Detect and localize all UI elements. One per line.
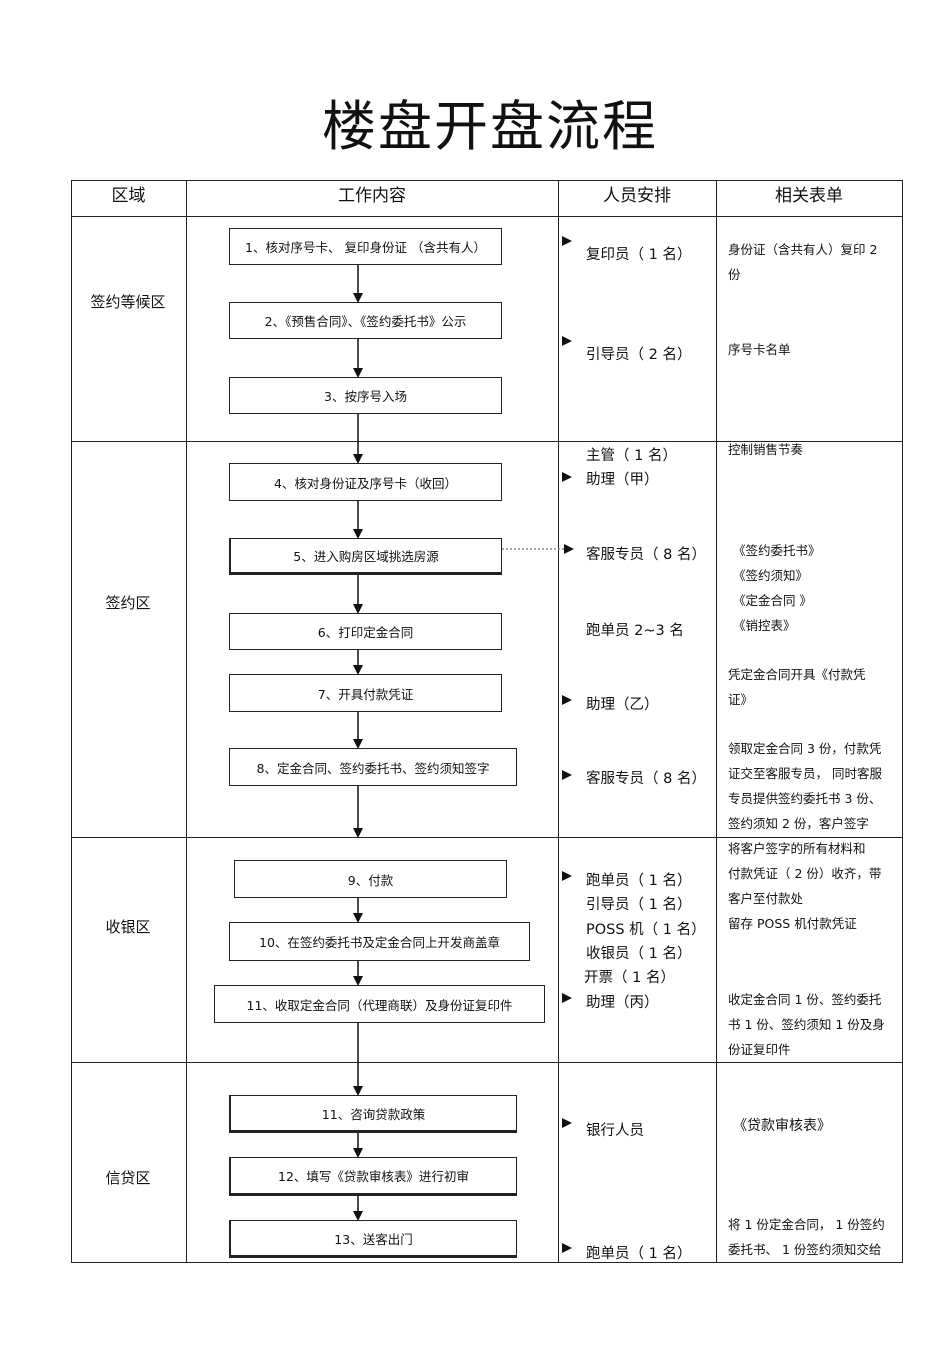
step-box-12: 12、填写《贷款审核表》进行初审 [229,1157,517,1196]
doc-line: 委托书、 1 份签约须知交给 [728,1242,882,1257]
staff-item: 跑单员（ 1 名） [586,873,692,889]
doc-line: 凭定金合同开具《付款凭 [728,667,866,682]
staff-item: 引导员（ 2 名） [586,347,692,363]
doc-note-7: 将客户签字的所有材料和 付款凭证（ 2 份）收齐，带 客户至付款处 留存 POS… [728,836,900,936]
step-box-8: 8、定金合同、签约委托书、签约须知签字 [229,748,517,786]
doc-line: 证》 [728,692,754,707]
doc-note-5: 凭定金合同开具《付款凭 证》 [728,662,900,712]
zone-waiting: 签约等候区 [90,293,166,311]
table-border-right [902,180,903,1263]
column-divider [558,180,559,1263]
zone-cashier: 收银区 [105,918,151,936]
doc-line: 证交至客服专员， 同时客服 [728,766,882,781]
table-border-top [71,180,903,181]
step-box-13: 13、送客出门 [229,1220,517,1258]
staff-item: POSS 机（ 1 名） [586,922,706,938]
staff-item: 跑单员 2~3 名 [586,623,684,639]
staff-item: 主管（ 1 名） [586,448,677,464]
doc-line: 专员提供签约委托书 3 份、 [728,791,882,806]
staff-item: 助理（乙） [586,697,659,713]
step-box-5: 5、进入购房区域挑选房源 [229,538,502,575]
header-divider [71,216,903,217]
row-divider [71,837,903,838]
table-border-left [71,180,72,1263]
step-box-4: 4、核对身份证及序号卡（收回） [229,463,502,501]
doc-line: 《签约委托书》 [733,543,821,558]
doc-line: 份 [728,267,741,282]
step-box-11: 11、收取定金合同（代理商联）及身份证复印件 [214,985,545,1023]
doc-line: 控制销售节奏 [728,442,804,457]
doc-line: 收定金合同 1 份、签约委托 [728,992,882,1007]
step-box-6: 6、打印定金合同 [229,613,502,650]
doc-note-6: 领取定金合同 3 份，付款凭 证交至客服专员， 同时客服 专员提供签约委托书 3… [728,736,900,836]
doc-line: 将 1 份定金合同， 1 份签约 [728,1217,885,1232]
column-divider [186,180,187,1263]
doc-line: 客户至付款处 [728,891,804,906]
header-zone: 区域 [111,186,146,206]
staff-item: 客服专员（ 8 名） [586,771,706,787]
table-border-bottom [71,1262,903,1263]
doc-line: 付款凭证（ 2 份）收齐，带 [728,866,882,881]
step-box-1: 1、核对序号卡、 复印身份证 （含共有人） [229,228,502,265]
doc-line: 份证复印件 [728,1042,791,1057]
staff-item: 复印员（ 1 名） [586,247,692,263]
doc-note-10: 将 1 份定金合同， 1 份签约 委托书、 1 份签约须知交给 [728,1212,900,1262]
staff-item: 引导员（ 1 名） [586,897,692,913]
doc-line: 《销控表》 [733,618,796,633]
doc-line: 《签约须知》 [733,568,809,583]
doc-line: 身份证（含共有人）复印 2 [728,242,878,257]
page-title: 楼盘开盘流程 [322,95,658,158]
column-divider [716,180,717,1263]
doc-line: 《定金合同 》 [733,593,812,608]
staff-item: 跑单员（ 1 名） [586,1246,692,1262]
doc-line: 签约须知 2 份，客户签字 [728,816,869,831]
staff-item: 收银员（ 1 名） [586,946,692,962]
step-box-11b: 11、咨询贷款政策 [229,1095,517,1133]
doc-line: 序号卡名单 [728,342,791,357]
step-box-2: 2、《预售合同》、《签约委托书》公示 [229,302,502,339]
header-staff: 人员安排 [603,186,671,206]
staff-item: 开票（ 1 名） [584,970,675,986]
row-divider [71,441,903,442]
doc-line: 领取定金合同 3 份，付款凭 [728,741,882,756]
step-box-9: 9、付款 [234,860,507,898]
staff-item: 助理（甲） [586,472,659,488]
doc-note-2: 序号卡名单 [728,337,900,362]
step-box-10: 10、在签约委托书及定金合同上开发商盖章 [229,922,530,961]
header-work: 工作内容 [338,186,406,206]
doc-note-3: 控制销售节奏 [728,437,900,462]
doc-note-9: 《贷款审核表》 [733,1114,905,1139]
step-box-3: 3、按序号入场 [229,377,502,414]
doc-line: 《贷款审核表》 [733,1118,831,1134]
doc-note-1: 身份证（含共有人）复印 2 份 [728,237,900,287]
zone-signing: 签约区 [105,594,151,612]
staff-item: 银行人员 [586,1123,644,1139]
zone-credit: 信贷区 [105,1169,151,1187]
doc-note-4: 《签约委托书》 《签约须知》 《定金合同 》 《销控表》 [733,538,905,638]
staff-item: 客服专员（ 8 名） [586,547,706,563]
row-divider [71,1062,903,1063]
header-docs: 相关表单 [775,186,843,206]
doc-note-8: 收定金合同 1 份、签约委托 书 1 份、签约须知 1 份及身 份证复印件 [728,987,900,1062]
step-box-7: 7、开具付款凭证 [229,674,502,712]
doc-line: 将客户签字的所有材料和 [728,841,866,856]
doc-line: 书 1 份、签约须知 1 份及身 [728,1017,885,1032]
doc-line: 留存 POSS 机付款凭证 [728,916,857,931]
staff-item: 助理（丙） [586,995,659,1011]
